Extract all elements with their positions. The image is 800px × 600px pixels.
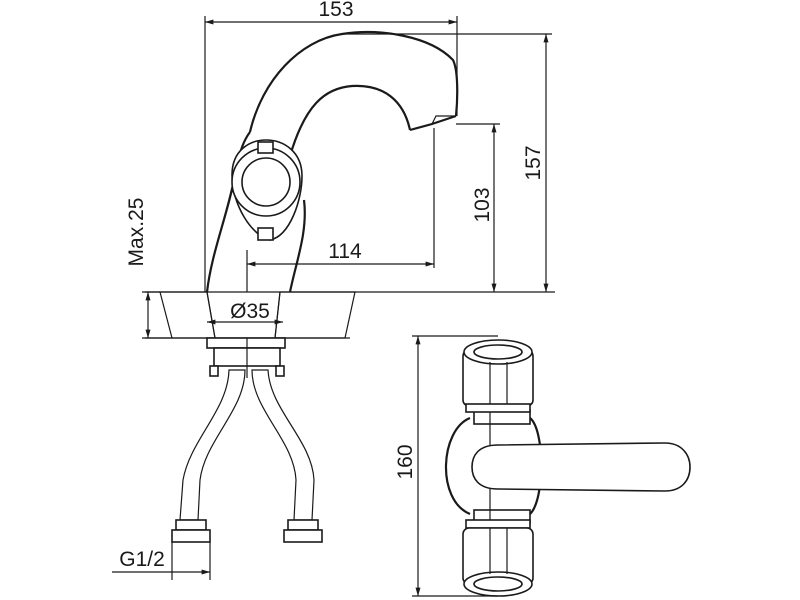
dimension-label-thread: G1/2 bbox=[119, 548, 165, 571]
dimension-label-spout-height: 103 bbox=[471, 187, 494, 222]
dimension-label-spout-reach: 114 bbox=[328, 240, 362, 263]
dimension-label-overall-height: 157 bbox=[522, 145, 545, 180]
dimension-hole-diameter: Ø35 bbox=[207, 300, 283, 325]
supply-hoses bbox=[171, 369, 323, 543]
dimension-label-hole-diameter: Ø35 bbox=[230, 300, 270, 323]
dimension-handle-length: 160 bbox=[394, 335, 498, 597]
countertop-section bbox=[145, 291, 555, 339]
dimension-max-thickness: Max.25 bbox=[125, 198, 172, 339]
handle-side-view bbox=[231, 139, 303, 241]
front-bottom-cartridge bbox=[462, 519, 534, 597]
handle-front-view bbox=[471, 442, 691, 492]
mounting-nut bbox=[206, 337, 286, 378]
dimension-overall-width: 153 bbox=[204, 0, 458, 292]
dimension-spout-height: 103 bbox=[456, 123, 500, 292]
dimension-label-overall-width: 153 bbox=[318, 0, 353, 21]
front-top-cartridge bbox=[462, 339, 534, 413]
dimension-label-handle-length: 160 bbox=[394, 444, 417, 479]
dimension-overall-height: 157 bbox=[342, 33, 552, 292]
front-view: 160 bbox=[394, 335, 691, 597]
front-body bbox=[444, 396, 543, 536]
dimension-label-max-thickness: Max.25 bbox=[125, 198, 148, 267]
dimension-thread: G1/2 bbox=[112, 542, 211, 580]
dimension-spout-reach: 114 bbox=[246, 128, 435, 292]
side-view: 153 157 103 114 Max.25 bbox=[112, 0, 555, 580]
